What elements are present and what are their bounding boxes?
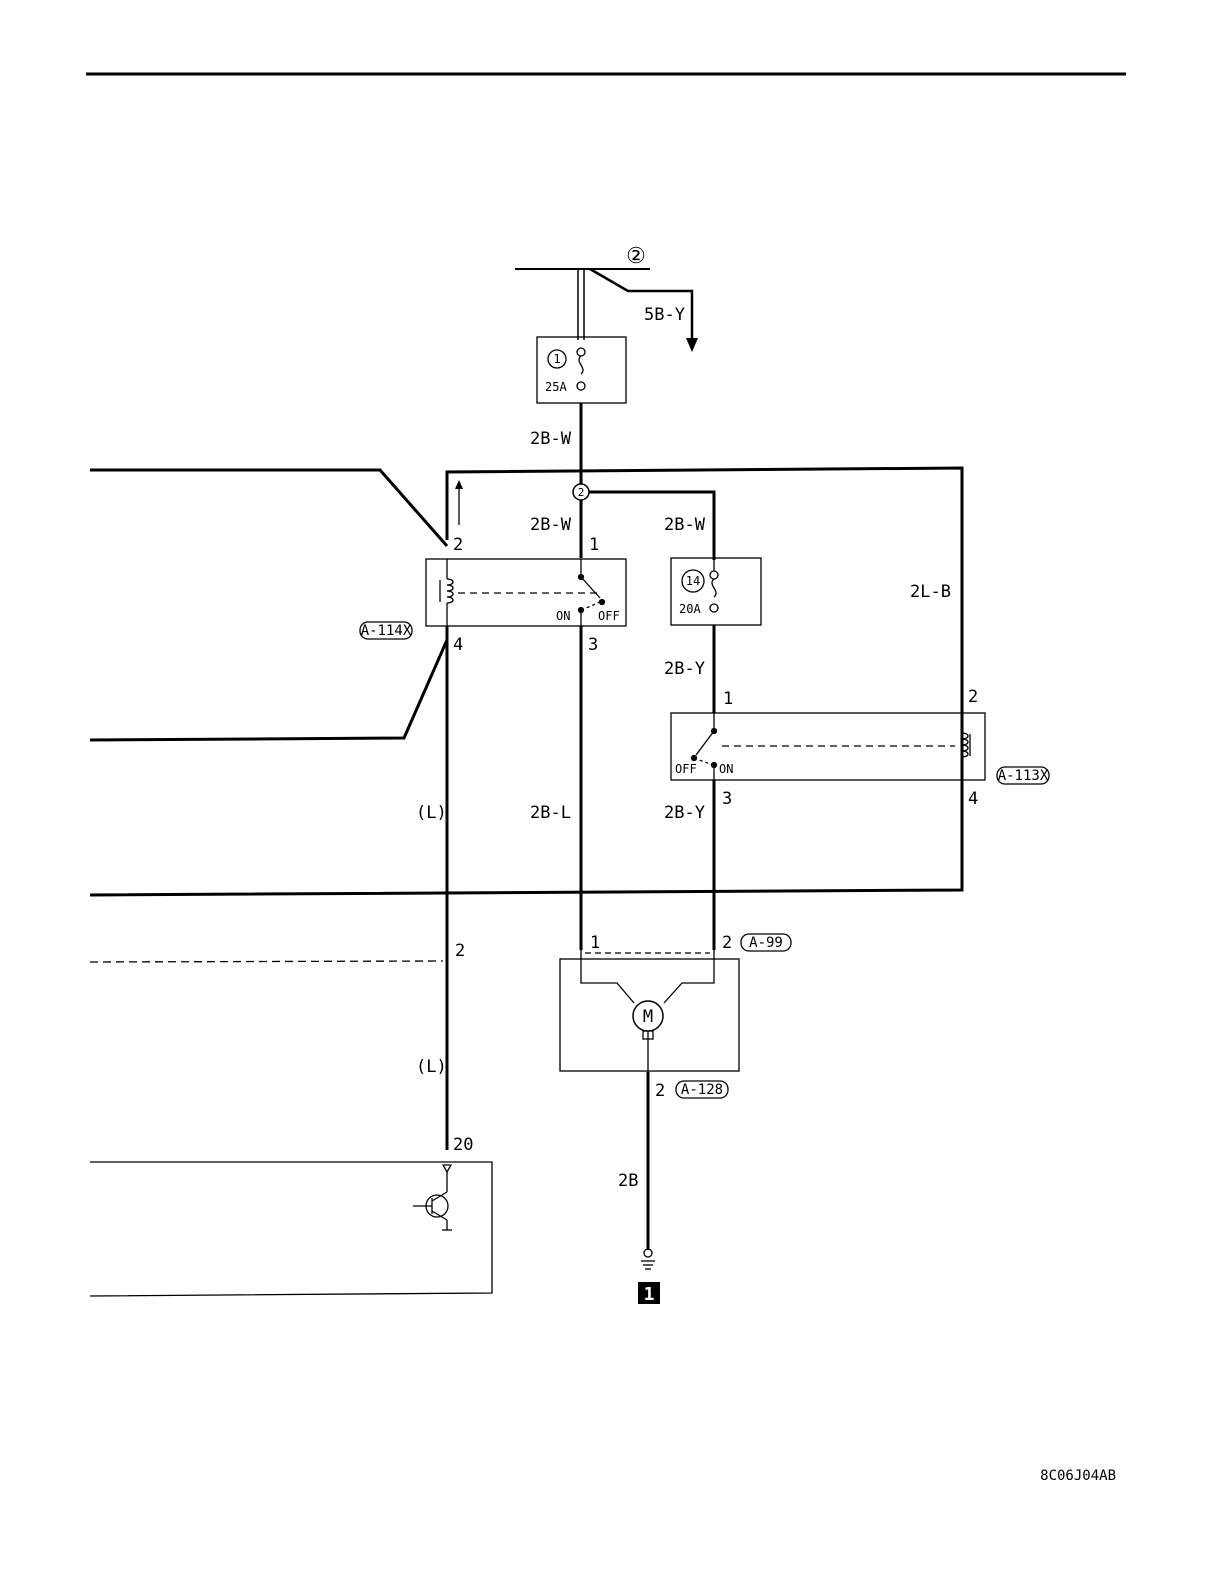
wire-label-2b-w-relay: 2B-W xyxy=(530,515,572,535)
control-module-box xyxy=(90,1162,492,1296)
relay-a113x-pin-2: 2 xyxy=(968,687,978,707)
module-pin-20: 20 xyxy=(453,1135,473,1155)
fuse-1-number: 1 xyxy=(553,352,560,366)
motor-pin-2: 2 xyxy=(722,933,732,953)
relay-a114x-coil-icon xyxy=(440,559,598,626)
relay-a113x-off-label: OFF xyxy=(675,762,697,776)
signal-dashed-wire xyxy=(90,961,443,962)
wire-label-2b-y-relay: 2B-Y xyxy=(664,803,705,823)
motor-connector: A-99 xyxy=(749,935,783,951)
relay-a113x-pin-4: 4 xyxy=(968,789,978,809)
relay-box-frame xyxy=(90,468,962,895)
fuse-14-number: 14 xyxy=(686,574,700,588)
relay-a113x-pin-3: 3 xyxy=(722,789,732,809)
transistor-icon xyxy=(413,1165,452,1230)
figure-code: 8C06J04AB xyxy=(1040,1468,1116,1484)
relay-a114x-off-label: OFF xyxy=(598,609,620,623)
left-feed-wires xyxy=(90,470,447,740)
wire-label-2b-ground: 2B xyxy=(618,1171,638,1191)
relay-a114x-connector: A-114X xyxy=(361,623,412,639)
relay-a114x-pin-4: 4 xyxy=(453,635,463,655)
wire-label-2b-w-main: 2B-W xyxy=(530,429,572,449)
wire-label-l-lower: (L) xyxy=(416,1057,447,1077)
relay-a113x-on-label: ON xyxy=(719,762,733,776)
ground-connector: A-128 xyxy=(681,1082,723,1098)
motor-symbol: M xyxy=(643,1007,653,1027)
relay-a114x-pin-1: 1 xyxy=(589,535,599,555)
relay-a114x-on-label: ON xyxy=(556,609,570,623)
relay-a114x-pin-2: 2 xyxy=(453,535,463,555)
relay-a113x-connector: A-113X xyxy=(998,768,1049,784)
signal-connector-pin: 2 xyxy=(455,941,465,961)
svg-text:②: ② xyxy=(626,244,646,269)
wire-label-l-upper: (L) xyxy=(416,803,447,823)
junction-number: 2 xyxy=(578,486,585,499)
wire-label-5b-y: 5B-Y xyxy=(644,305,685,325)
relay-a114x-pin-3: 3 xyxy=(588,635,598,655)
relay-a113x-coil-icon xyxy=(722,713,970,780)
wire-label-2b-w-fuse14: 2B-W xyxy=(664,515,706,535)
fuse-14-symbol-icon xyxy=(710,558,718,612)
relay-a113x-pin-1: 1 xyxy=(723,689,733,709)
ground-point-number: 1 xyxy=(644,1284,655,1305)
wire-label-2b-y-fuse14: 2B-Y xyxy=(664,659,705,679)
wire-label-2l-b: 2L-B xyxy=(910,582,951,602)
fuse-14-rating: 20A xyxy=(679,602,701,616)
ground-symbol-icon xyxy=(641,1249,655,1269)
motor-pin-1: 1 xyxy=(590,933,600,953)
fuse-1-symbol-icon xyxy=(577,348,585,390)
up-arrow-icon xyxy=(455,480,463,525)
fuse-1-rating: 25A xyxy=(545,380,567,394)
supply-ref-icon: ② xyxy=(626,244,646,269)
ground-connector-pin: 2 xyxy=(655,1081,665,1101)
wire-label-2b-l: 2B-L xyxy=(530,803,571,823)
